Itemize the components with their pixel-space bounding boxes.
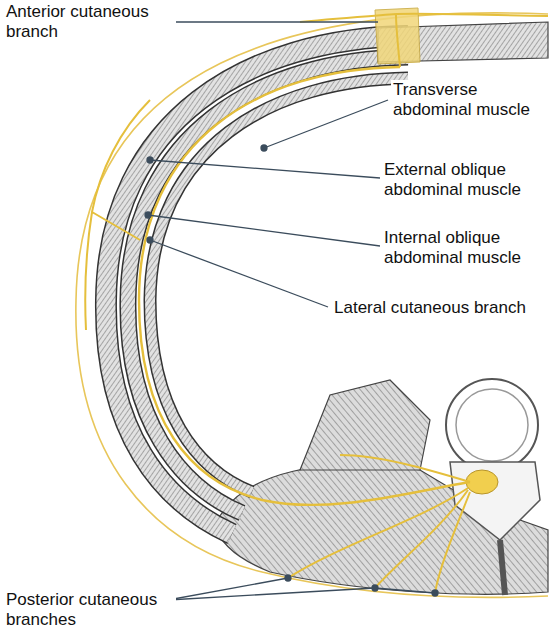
nerve-label: Anterior cutaneous branch — [4, 2, 176, 42]
muscle-label: Transverse abdominal muscle — [391, 80, 547, 120]
nerve-label: Posterior cutaneous branches — [4, 590, 176, 630]
muscle-label: Internal oblique abdominal muscle — [382, 228, 546, 268]
nerve-label: Lateral cutaneous branch — [332, 298, 528, 318]
muscle-label: External oblique abdominal muscle — [382, 160, 546, 200]
